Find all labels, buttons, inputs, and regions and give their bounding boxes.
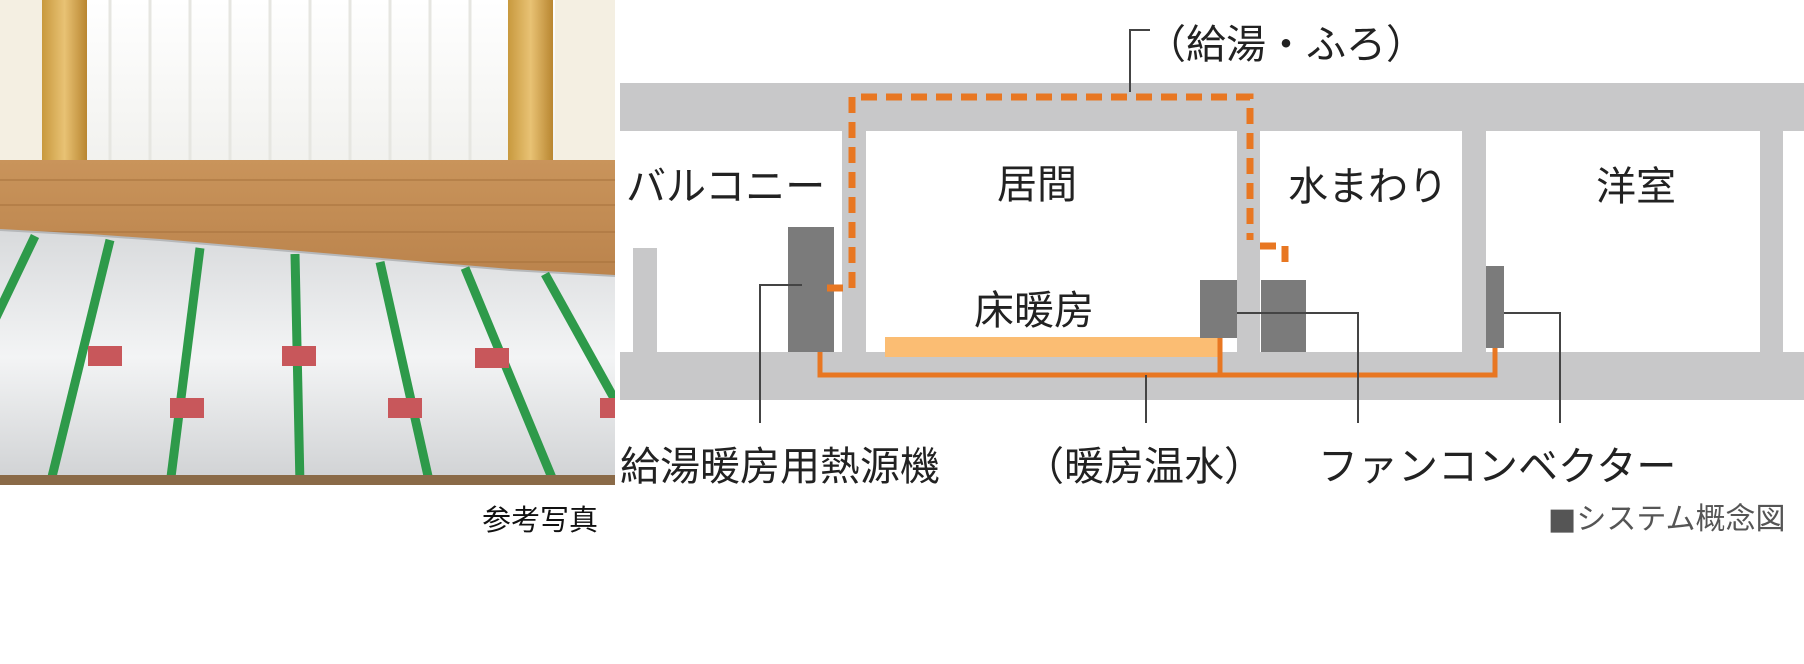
reference-photo [0,0,615,485]
photo-caption: 参考写真 [482,503,599,537]
floor-heating-photo [0,0,615,485]
label-heat-source: 給湯暖房用熱源機 [620,444,940,490]
label-floor-heating: 床暖房 [974,288,1094,334]
leader-fan-convector [1237,312,1359,423]
legend-label: ■システム概念図 [1548,494,1785,538]
legend-text: ■システム概念図 [1548,502,1786,537]
wall-2 [1237,131,1260,352]
label-living: 居間 [997,162,1077,208]
wall-3 [1462,131,1486,352]
fan-convector-western [1486,266,1504,348]
floor-heating-panel [885,337,1218,357]
wall-4 [1760,131,1783,352]
hot-water-supply-pipe [827,93,1289,292]
label-fan-convector: ファンコンベクター [1318,444,1677,490]
leader-heat-source [759,284,802,423]
heat-source-unit [788,227,834,352]
leader-fan-convector-2 [1504,312,1561,423]
heating-water-pipe [817,338,1498,378]
system-diagram [620,29,1804,423]
upper-slab [620,83,1804,131]
label-balcony: バルコニー [626,164,826,210]
label-hot-water: （暖房温水） [1024,444,1264,490]
label-western-room: 洋室 [1596,164,1676,210]
fan-convector-living [1200,280,1237,338]
label-supply: （給湯・ふろ） [1146,22,1426,68]
wall-1 [842,131,866,352]
label-water-area: 水まわり [1288,164,1448,210]
balcony-parapet [633,248,657,352]
leader-top [1129,29,1150,92]
bath-unit [1261,280,1306,352]
